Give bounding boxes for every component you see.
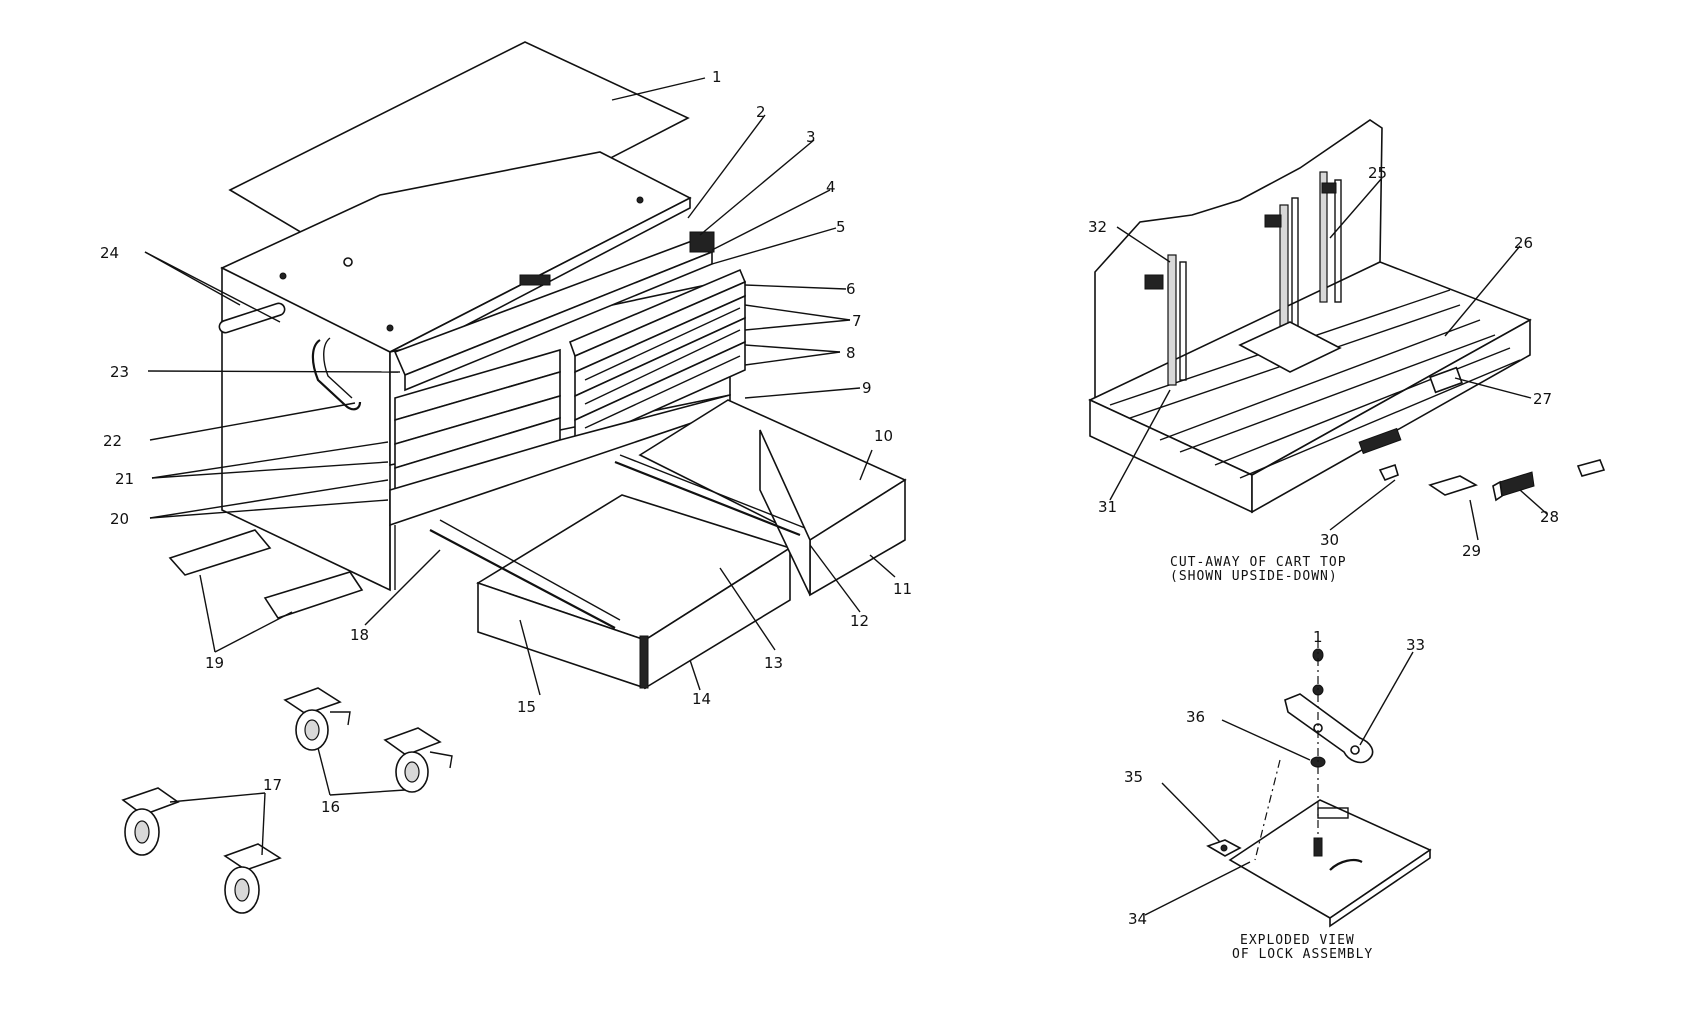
label-33: 33 [1406, 636, 1425, 654]
lock-bracket [1358, 427, 1402, 455]
label-27: 27 [1533, 390, 1552, 408]
base-plate [263, 571, 364, 619]
plate-slot [1317, 807, 1349, 819]
label-1-lock: 1 [1313, 628, 1323, 646]
label-28: 28 [1540, 508, 1559, 526]
drawer-lock [689, 231, 715, 253]
tool-cart [121, 41, 907, 914]
callout-labels-main: 1 2 3 4 5 6 7 8 9 10 11 12 13 14 15 16 1… [100, 68, 912, 816]
caption-lock-2: OF LOCK ASSEMBLY [1232, 947, 1373, 962]
handle-bar [218, 302, 286, 334]
assembly-axis [1254, 759, 1281, 861]
stud [1313, 837, 1323, 857]
label-29: 29 [1462, 542, 1481, 560]
leader-lines-cutaway [1109, 177, 1548, 541]
rivet [279, 272, 287, 280]
label-14: 14 [692, 690, 711, 708]
lock-assembly: 1 33 36 35 34 EXPLODED VIEW OF LOCK ASSE… [1124, 628, 1432, 962]
label-25: 25 [1368, 164, 1387, 182]
lock-plate [1238, 321, 1342, 373]
label-6: 6 [846, 280, 856, 298]
label-34: 34 [1128, 910, 1147, 928]
label-30: 30 [1320, 531, 1339, 549]
base-plate [168, 529, 272, 576]
label-8: 8 [846, 344, 856, 362]
label-31: 31 [1098, 498, 1117, 516]
leader-lines-main [144, 77, 896, 856]
label-26: 26 [1514, 234, 1533, 252]
label-7: 7 [852, 312, 862, 330]
label-17: 17 [263, 776, 282, 794]
cart-top-cutaway: 32 25 26 27 28 29 30 31 CUT-AWAY OF CART… [1088, 119, 1606, 584]
label-13: 13 [764, 654, 783, 672]
label-3: 3 [806, 128, 816, 146]
label-20: 20 [110, 510, 129, 528]
rivet [386, 324, 394, 332]
rivet [343, 257, 353, 267]
swivel-caster [383, 727, 453, 793]
label-24: 24 [100, 244, 119, 262]
large-drawer-right [614, 399, 907, 597]
label-16: 16 [321, 798, 340, 816]
swivel-caster [283, 687, 351, 751]
label-35: 35 [1124, 768, 1143, 786]
label-9: 9 [862, 379, 872, 397]
rigid-caster [223, 843, 282, 914]
label-1: 1 [712, 68, 722, 86]
label-19: 19 [205, 654, 224, 672]
lock-slot [519, 274, 551, 286]
label-5: 5 [836, 218, 846, 236]
lock-cylinder-parts [1378, 459, 1606, 502]
label-2: 2 [756, 103, 766, 121]
label-4: 4 [826, 178, 836, 196]
label-11: 11 [893, 580, 912, 598]
left-drawer-slots [394, 348, 561, 492]
large-drawer-left [429, 494, 792, 690]
label-12: 12 [850, 612, 869, 630]
small-drawer-stack [568, 268, 747, 448]
side-handle [311, 339, 362, 411]
callout-labels-cutaway: 32 25 26 27 28 29 30 31 [1088, 164, 1559, 560]
lock-lever [1284, 693, 1374, 764]
slide-clip [1429, 366, 1463, 394]
callout-labels-lock: 1 33 36 35 34 [1124, 628, 1425, 928]
caption-cart-top-2: (SHOWN UPSIDE-DOWN) [1170, 569, 1338, 584]
leader-lines-lock [1144, 651, 1414, 916]
label-18: 18 [350, 626, 369, 644]
caption-lock-1: EXPLODED VIEW [1240, 933, 1355, 948]
caption-cart-top-1: CUT-AWAY OF CART TOP [1170, 555, 1347, 570]
label-22: 22 [103, 432, 122, 450]
vertical-slides [1144, 171, 1342, 386]
plate-curve [1329, 859, 1363, 871]
side-handle-inner [323, 337, 353, 399]
label-10: 10 [874, 427, 893, 445]
rivet [636, 196, 644, 204]
label-23: 23 [110, 363, 129, 381]
rigid-caster [121, 787, 180, 856]
label-15: 15 [517, 698, 536, 716]
label-21: 21 [115, 470, 134, 488]
label-32: 32 [1088, 218, 1107, 236]
label-36: 36 [1186, 708, 1205, 726]
